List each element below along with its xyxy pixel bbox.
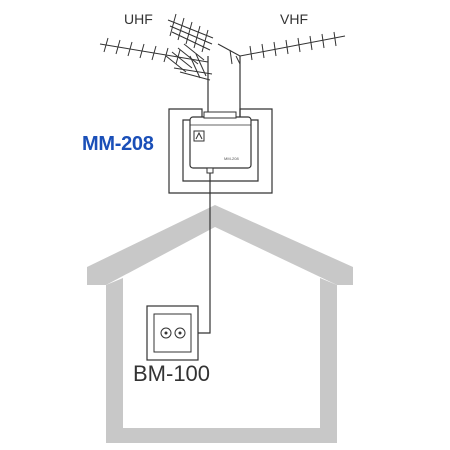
vhf-label: VHF (280, 11, 308, 27)
house-outline (87, 205, 353, 443)
amplifier-logo-mark (195, 131, 203, 140)
amplifier-icon (189, 111, 252, 174)
outlet-model-label: BM-100 (133, 361, 211, 386)
vhf-antenna-icon (217, 31, 346, 65)
amplifier-logo (193, 130, 205, 142)
uhf-label: UHF (124, 11, 153, 27)
uhf-antenna-icon (99, 13, 214, 81)
amplifier-plate-text: MM-208 (224, 156, 239, 161)
amplifier-connector (206, 167, 214, 174)
coax-cable (198, 173, 211, 334)
tv-outlet-icon (146, 305, 199, 361)
amplifier-model-label: MM-208 (82, 133, 154, 155)
amplifier-top-cap (203, 111, 237, 119)
house-roof (87, 205, 353, 285)
